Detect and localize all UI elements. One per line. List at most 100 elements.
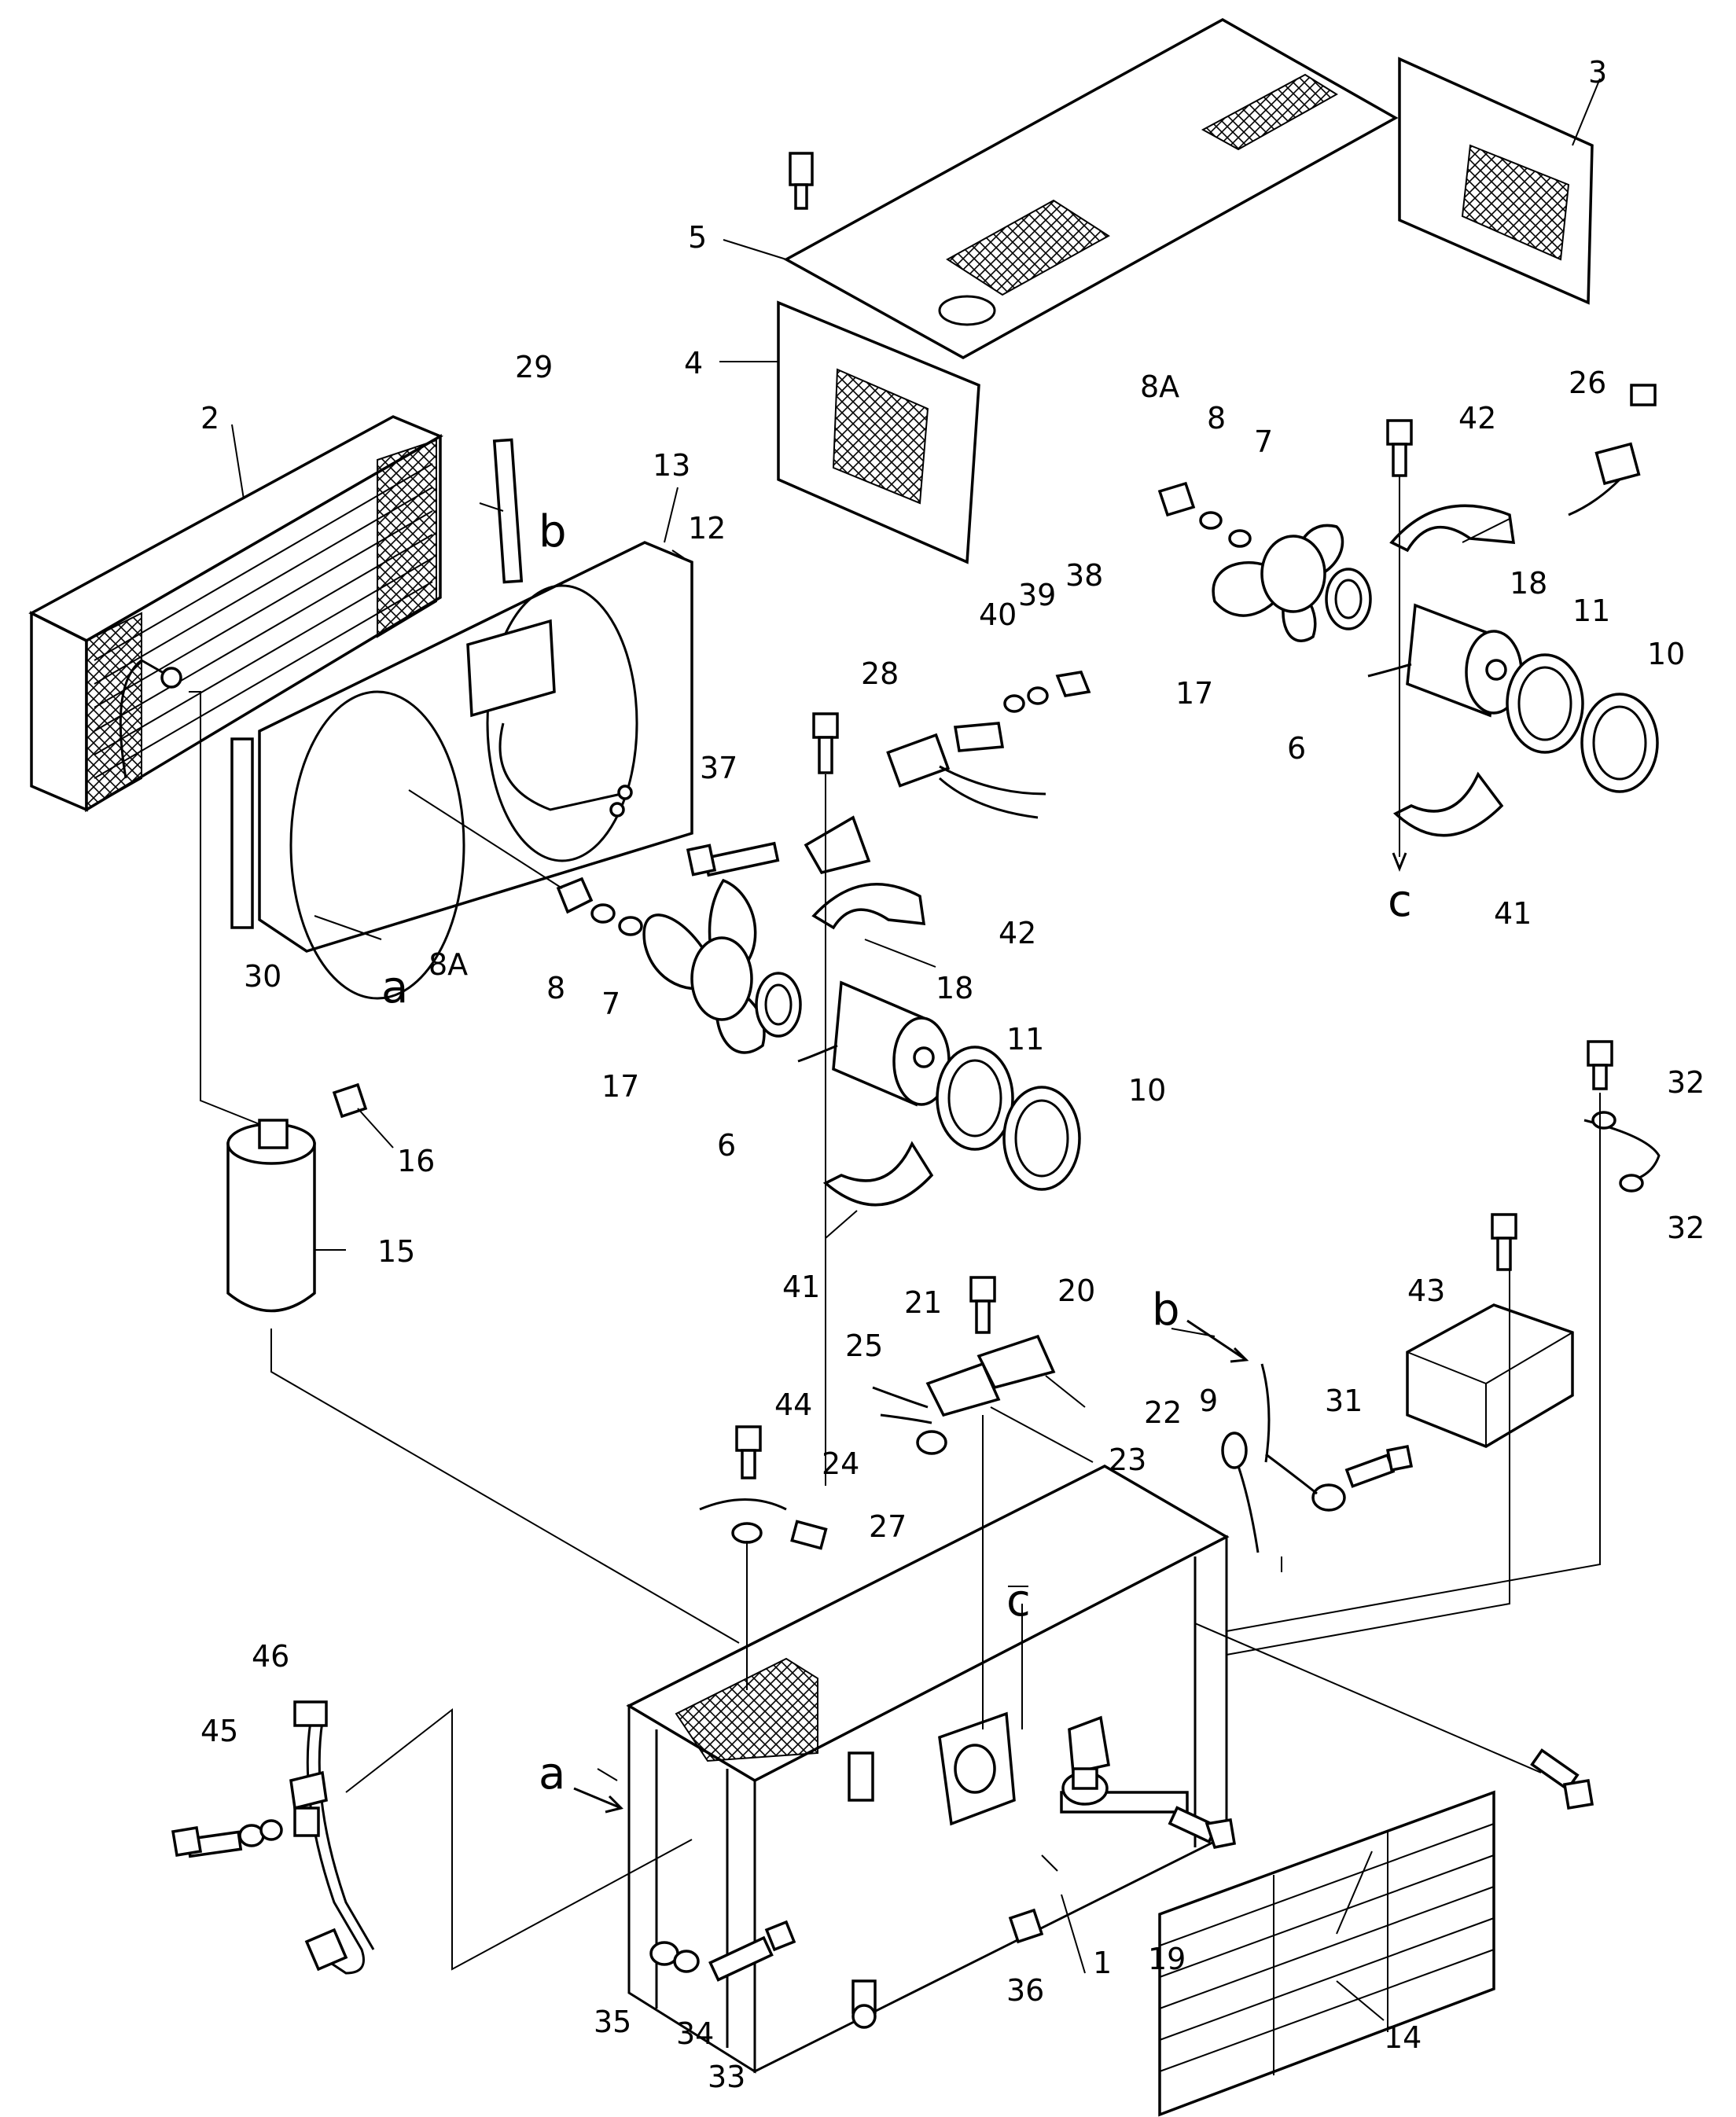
- callout-43: 43: [1407, 1274, 1445, 1308]
- callout-27: 27: [869, 1509, 907, 1544]
- bracket-30: [230, 737, 254, 929]
- callout-32-top: 32: [1667, 1065, 1705, 1100]
- bolt-37: [686, 841, 780, 877]
- callout-39: 39: [1018, 578, 1056, 612]
- letter-a-frame: a: [539, 1748, 565, 1799]
- capacitor-28: [886, 733, 1046, 819]
- ring-6-right: [1325, 568, 1372, 630]
- nut-8A-left: [556, 877, 594, 914]
- callout-7-left: 7: [601, 987, 620, 1021]
- strap-42-right: [1389, 504, 1516, 553]
- letter-a-fan: a: [381, 962, 408, 1013]
- callout-34: 34: [676, 2016, 714, 2051]
- washer-8-left: [590, 903, 616, 924]
- callout-3: 3: [1588, 55, 1607, 90]
- callout-18-right: 18: [1510, 566, 1547, 601]
- bolt-43: [1491, 1213, 1517, 1271]
- ring-10-left: [1002, 1086, 1081, 1191]
- callout-25: 25: [845, 1329, 883, 1363]
- bolt-44: [735, 1425, 762, 1479]
- washer-7-left: [618, 916, 643, 936]
- front-panel: [777, 300, 980, 564]
- callout-26: 26: [1569, 366, 1606, 400]
- relay-block-21: [925, 1362, 1001, 1417]
- callout-44: 44: [774, 1387, 812, 1422]
- callout-15: 15: [377, 1234, 415, 1269]
- nut-36: [1008, 1908, 1044, 1944]
- callout-21: 21: [904, 1285, 942, 1320]
- callout-41-left: 41: [782, 1270, 820, 1304]
- connector-24: [790, 1520, 828, 1550]
- callout-8-left: 8: [546, 971, 565, 1005]
- motor-18-right: [1367, 603, 1523, 718]
- callout-31: 31: [1325, 1384, 1363, 1418]
- bolt-31: [1344, 1444, 1414, 1488]
- callout-30: 30: [244, 959, 281, 994]
- callout-5: 5: [688, 220, 707, 255]
- callout-19: 19: [1148, 1942, 1186, 1976]
- callout-6-right: 6: [1287, 731, 1306, 766]
- bolt-left-stack: [812, 712, 839, 1486]
- bolt-right-stack: [1386, 419, 1413, 873]
- thermostat-9: [1221, 1432, 1260, 1553]
- callout-46: 46: [252, 1639, 289, 1674]
- bolt-grille: [1530, 1748, 1594, 1810]
- callout-37: 37: [700, 751, 737, 785]
- clip-32: [1583, 1111, 1661, 1193]
- callout-6-left: 6: [717, 1128, 736, 1163]
- callout-11-right: 11: [1572, 594, 1610, 628]
- condenser-core: [28, 415, 443, 813]
- callout-10-left: 10: [1128, 1073, 1166, 1108]
- callout-22: 22: [1144, 1395, 1182, 1430]
- callout-numbers: 1 2 3 4 5 6 6 7 7 8 8 8A 8A 9 10 10 11 1…: [200, 55, 1705, 2094]
- callout-13: 13: [653, 448, 690, 483]
- callout-29: 29: [515, 350, 553, 384]
- strap-41-left: [822, 1141, 934, 1207]
- callout-41-right: 41: [1494, 896, 1532, 931]
- cover-43: [1406, 1303, 1574, 1448]
- ring-10-right: [1580, 693, 1659, 793]
- washer-7-right: [1228, 529, 1252, 548]
- callout-23: 23: [1109, 1443, 1146, 1477]
- bolt-frame-right: [1168, 1806, 1237, 1850]
- receiver-drier-15: [226, 1119, 316, 1313]
- side-panel-right: [1398, 57, 1594, 305]
- nut-8A-right: [1157, 481, 1196, 517]
- callout-17-right: 17: [1175, 676, 1213, 711]
- callout-42-left: 42: [999, 916, 1036, 950]
- ring-6-left: [755, 972, 802, 1038]
- washer-8-right: [1199, 511, 1223, 530]
- callout-7-right: 7: [1254, 425, 1273, 459]
- bolt-top-cover: [789, 152, 814, 210]
- callout-10-right: 10: [1647, 637, 1685, 671]
- wire-25: [872, 1386, 932, 1424]
- sensor-31: [1265, 1453, 1346, 1512]
- callout-24: 24: [822, 1446, 859, 1481]
- callout-35: 35: [594, 2005, 631, 2039]
- motor-18-left: [797, 980, 951, 1107]
- ring-11-left: [936, 1046, 1014, 1151]
- callout-8A-left: 8A: [428, 947, 468, 982]
- callout-42-right: 42: [1458, 401, 1496, 436]
- washer-39: [1027, 686, 1049, 705]
- top-cover-panel: [783, 17, 1399, 360]
- fan-blade-17-right: [1212, 524, 1344, 642]
- letter-c-frame: c: [1006, 1575, 1031, 1626]
- fan-blade-17-left: [642, 878, 766, 1054]
- letter-b-cable: b: [1152, 1285, 1180, 1336]
- callout-4: 4: [684, 346, 703, 380]
- strap-42-left: [811, 883, 926, 930]
- clamp-44: [699, 1498, 787, 1544]
- ring-11-right: [1506, 653, 1584, 754]
- callout-11-left: 11: [1006, 1022, 1044, 1057]
- callout-32-bottom: 32: [1667, 1211, 1705, 1245]
- connector-arrows: [573, 1319, 1249, 1814]
- callout-40: 40: [979, 597, 1017, 632]
- washer-34: [673, 1950, 700, 1973]
- strap-41-right: [1392, 771, 1504, 837]
- callout-leaders: [231, 78, 1601, 2021]
- callout-20: 20: [1057, 1274, 1095, 1308]
- bracket-upper-left: [804, 815, 871, 875]
- switch-26: [1568, 384, 1657, 516]
- callout-16: 16: [397, 1144, 435, 1178]
